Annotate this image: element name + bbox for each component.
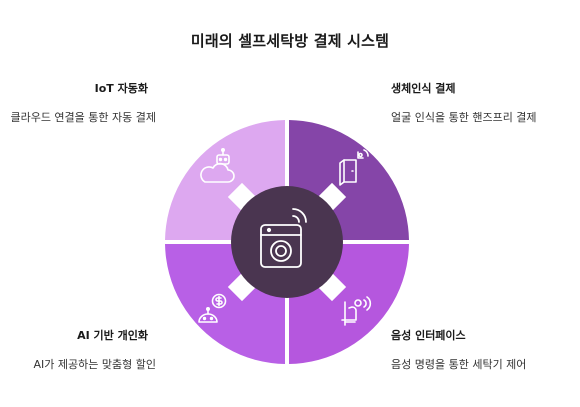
biometric-payment-description: 얼굴 인식을 통한 핸즈프리 결제 <box>391 111 537 124</box>
label-voice-interface: 음성 인터페이스 음성 명령을 통한 세탁기 제어 <box>391 327 526 372</box>
face-scan-door-icon <box>339 149 369 186</box>
smart-washing-machine-icon <box>260 208 307 268</box>
iot-automation-heading: IoT 자동화 <box>94 82 148 95</box>
segment-iot-automation <box>165 120 285 240</box>
ai-personalization-description: AI가 제공하는 맞춤형 할인 <box>33 358 156 371</box>
voice-interface-heading: 음성 인터페이스 <box>391 329 466 342</box>
label-iot-automation: IoT 자동화 클라우드 연결을 통한 자동 결제 <box>10 80 156 125</box>
robot-discount-icon <box>198 293 227 323</box>
segment-biometric-payment <box>289 120 409 240</box>
voice-interface-description: 음성 명령을 통한 세탁기 제어 <box>391 358 527 371</box>
label-ai-personalization: AI 기반 개인화 AI가 제공하는 맞춤형 할인 <box>34 327 156 372</box>
label-biometric-payment: 생체인식 결제 얼굴 인식을 통한 핸즈프리 결제 <box>391 80 537 125</box>
voice-person-icon <box>341 296 372 326</box>
iot-automation-description: 클라우드 연결을 통한 자동 결제 <box>10 111 156 124</box>
cloud-robot-icon <box>200 148 235 183</box>
segment-voice-interface <box>289 244 409 364</box>
biometric-payment-heading: 생체인식 결제 <box>391 82 456 95</box>
ai-personalization-heading: AI 기반 개인화 <box>77 329 148 342</box>
page-title: 미래의 셀프세탁방 결제 시스템 <box>190 32 390 50</box>
